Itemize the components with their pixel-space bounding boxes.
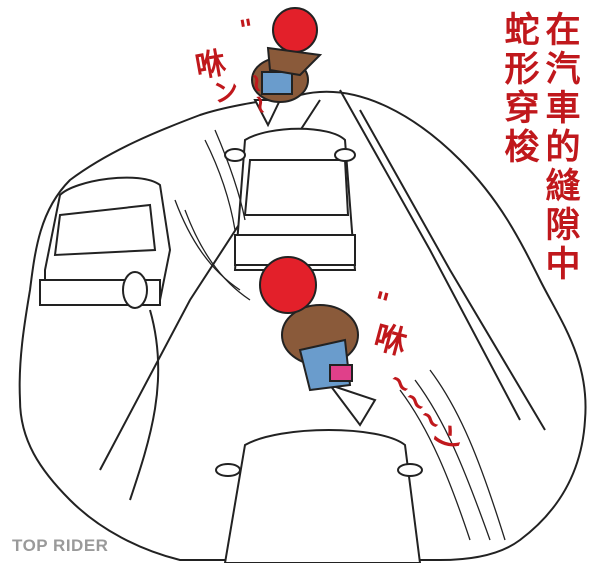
caption-char: 梭 <box>504 128 540 168</box>
car-bottom <box>215 429 423 563</box>
caption-char: 隙 <box>545 206 581 246</box>
caption-char: 蛇 <box>504 11 540 51</box>
car-middle <box>224 127 357 271</box>
caption-column-left: 蛇 形 穿 梭 <box>502 12 542 168</box>
caption-char: 汽 <box>545 50 581 90</box>
caption-char: 的 <box>545 128 581 168</box>
caption-char: 形 <box>504 50 540 90</box>
scene-outline <box>18 90 587 561</box>
caption-char: 縫 <box>545 167 581 207</box>
rider-bottom <box>259 256 377 427</box>
caption-char: 中 <box>545 245 581 285</box>
caption-column-right: 在 汽 車 的 縫 隙 中 <box>543 12 583 285</box>
caption-char: 在 <box>545 11 581 51</box>
caption-char: 穿 <box>504 89 540 129</box>
caption-char: 車 <box>545 89 581 129</box>
rider-top <box>251 7 323 128</box>
car-left <box>39 176 172 309</box>
watermark: TOP RIDER <box>12 536 109 555</box>
speed-lines <box>174 129 506 541</box>
